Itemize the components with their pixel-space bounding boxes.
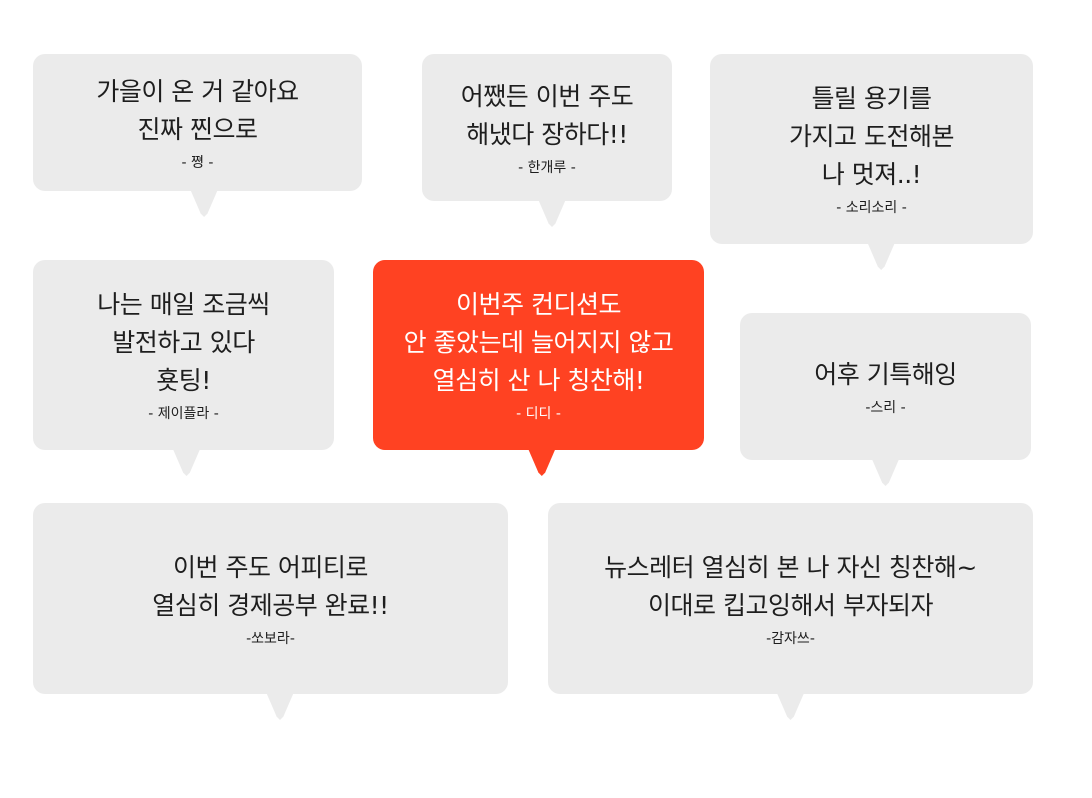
bubble-8: 뉴스레터 열심히 본 나 자신 칭찬해~ 이대로 킵고잉해서 부자되자 -감자쓰… — [548, 503, 1033, 694]
message-text: 어후 기특해잉 — [814, 356, 957, 394]
message-line: 해냈다 장하다!! — [466, 119, 628, 149]
message-line: 발전하고 있다 — [112, 328, 255, 357]
bubble-3: 틀릴 용기를 가지고 도전해본 나 멋져..! - 소리소리 - — [710, 54, 1033, 244]
author: - 제이플라 - — [148, 406, 219, 422]
message-line: 가을이 온 거 같아요 — [96, 76, 299, 106]
author: -스리 - — [865, 399, 906, 416]
message-line: 이대로 킵고잉해서 부자되자 — [648, 590, 933, 620]
message-text: 뉴스레터 열심히 본 나 자신 칭찬해~ 이대로 킵고잉해서 부자되자 — [604, 549, 977, 625]
author: -쏘보라- — [246, 630, 295, 647]
message-line: 열심히 경제공부 완료!! — [152, 590, 389, 620]
message-line: 안 좋았는데 늘어지지 않고 — [403, 328, 674, 357]
message-line: 이번 주도 어피티로 — [173, 552, 368, 582]
author: - 쪙 - — [181, 154, 214, 171]
message-line: 뉴스레터 열심히 본 나 자신 칭찬해~ — [604, 552, 977, 582]
message-text: 이번 주도 어피티로 열심히 경제공부 완료!! — [152, 549, 389, 625]
message-text: 나는 매일 조금씩 발전하고 있다 횻팅! — [97, 286, 270, 400]
message-text: 가을이 온 거 같아요 진짜 찐으로 — [96, 73, 299, 149]
author: - 소리소리 - — [836, 200, 907, 216]
bubble-2: 어쨌든 이번 주도 해냈다 장하다!! - 한개루 - — [422, 54, 672, 201]
bubble-4: 나는 매일 조금씩 발전하고 있다 횻팅! - 제이플라 - — [33, 260, 334, 450]
author: - 한개루 - — [518, 159, 576, 176]
message-line: 횻팅! — [156, 366, 211, 395]
message-line: 진짜 찐으로 — [137, 114, 258, 144]
message-line: 어후 기특해잉 — [814, 359, 957, 389]
message-text: 이번주 컨디션도 안 좋았는데 늘어지지 않고 열심히 산 나 칭찬해! — [404, 286, 674, 400]
message-line: 나 멋져..! — [821, 160, 922, 189]
author: -감자쓰- — [766, 630, 815, 647]
message-text: 어쨌든 이번 주도 해냈다 장하다!! — [460, 78, 634, 154]
bubble-5-highlighted: 이번주 컨디션도 안 좋았는데 늘어지지 않고 열심히 산 나 칭찬해! - 디… — [373, 260, 704, 450]
message-line: 어쨌든 이번 주도 — [460, 81, 634, 111]
message-line: 나는 매일 조금씩 — [97, 290, 270, 319]
bubble-6: 어후 기특해잉 -스리 - — [740, 313, 1031, 460]
message-line: 가지고 도전해본 — [789, 122, 954, 151]
author: - 디디 - — [516, 406, 561, 422]
message-line: 이번주 컨디션도 — [456, 290, 621, 319]
bubble-7: 이번 주도 어피티로 열심히 경제공부 완료!! -쏘보라- — [33, 503, 508, 694]
message-line: 틀릴 용기를 — [811, 84, 932, 113]
message-line: 열심히 산 나 칭찬해! — [432, 366, 645, 395]
message-text: 틀릴 용기를 가지고 도전해본 나 멋져..! — [789, 80, 954, 194]
bubble-1: 가을이 온 거 같아요 진짜 찐으로 - 쪙 - — [33, 54, 362, 191]
